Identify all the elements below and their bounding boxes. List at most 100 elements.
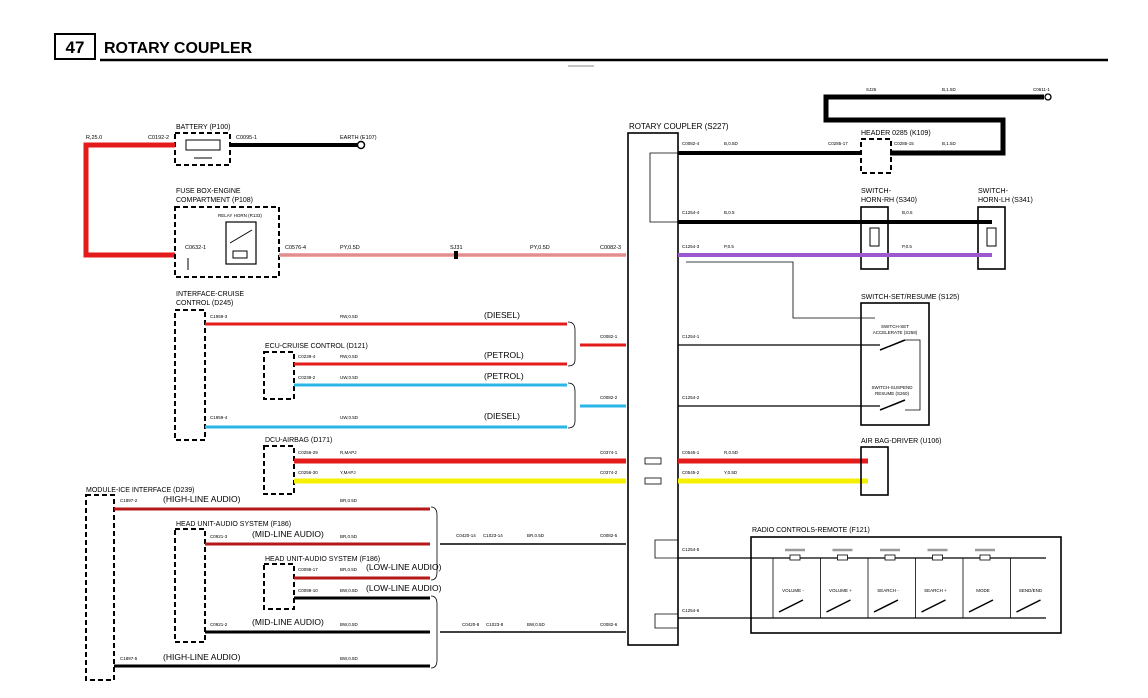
conn-c0374-2: C0374-2 [600,470,618,475]
radio-switch-contact [921,599,946,613]
wire-label-bw-d: BW,0.5D [527,622,546,627]
horn-switch-group: SWITCH- HORN-RH (S340) SWITCH- HORN-LH (… [678,188,1033,270]
set-resume-box [860,302,930,426]
battery-group: BATTERY (P100) R,25.0 C0192-2 C0095-1 EA… [83,124,377,258]
airbag-driver-label: AIR BAG-DRIVER (U106) [861,438,942,445]
conn-c0082-4: C0082-4 [682,141,700,146]
conn-c1897-5: C1897-5 [120,656,138,661]
rotary-coupler: ROTARY COUPLER (S227) [627,122,729,646]
conn-c0095-1: C0095-1 [236,135,257,141]
conn-c0098-17: C0098-17 [298,567,318,572]
conn-c0576-4: C0576-4 [285,245,306,251]
header-0285-box [860,138,892,174]
brace-black [430,595,438,669]
conn-c0239-2: C0239-2 [298,375,316,380]
interface-cruise-label-1: INTERFACE-CRUISE [176,291,244,298]
wire-label-b15d-top: B,1.5D [942,87,957,92]
radio-switch-contact [826,599,851,613]
wire-label-b05-b: B,0.5 [902,210,913,215]
conn-c0632-1: C0632-1 [185,245,206,251]
set-resume-label: SWITCH-SET/RESUME (S125) [861,294,959,301]
brace-cyan [567,382,576,429]
variant-high-2: (HIGH-LINE AUDIO) [163,652,241,662]
variant-low-1: (LOW-LINE AUDIO) [366,562,442,572]
conn-c0192-2: C0192-2 [148,135,169,141]
conn-c1254-4: C1254-4 [682,210,700,215]
conn-sj26: SJ26 [866,87,877,92]
conn-c1254-6: C1254-6 [682,608,700,613]
rotary-coupler-box [627,132,679,646]
interface-cruise-box [174,309,206,441]
wire-label-p05-a: P,0.5 [724,244,734,249]
ecu-cruise-box [263,351,295,400]
suspend-contact [879,399,906,411]
module-ice-box [85,494,115,681]
cruise-control-group: INTERFACE-CRUISE CONTROL (D245) ECU-CRUI… [174,291,626,441]
head-unit-2-box [263,563,295,610]
radio-switch-contact [778,599,804,613]
wire-label-br-d: BR,0.5D [527,533,545,538]
conn-c0082-6: C0082-6 [600,622,618,627]
conn-c1023-14: C1023-14 [483,533,503,538]
wire-label-p05-b: P,0.5 [902,244,912,249]
conn-c1959-3: C1959-3 [210,314,228,319]
horn-rh-box [860,206,889,270]
radio-switch-contact [873,599,899,613]
wire-label-b05d-1: B,0.5D [724,141,739,146]
conn-c0082-3: C0082-3 [600,245,621,251]
conn-c0545-1: C0545-1 [682,450,700,455]
set-accel-label-1: SWITCH-SET [881,324,909,329]
battery-box [174,132,231,166]
conn-c0374-1: C0374-1 [600,450,618,455]
conn-c0239-4: C0239-4 [298,354,316,359]
wire-label-rw-a: RW,0.5D [340,314,359,319]
fuse-box-label-1: FUSE BOX-ENGINE [176,188,241,195]
radio-button-label: SEARCH - [877,588,899,593]
variant-petrol-1: (PETROL) [484,350,524,360]
wire-label-br-b: BR,0.5D [340,534,358,539]
wire-battery-red [83,142,175,258]
dcu-airbag-box [263,445,295,495]
radio-resistor [932,554,943,561]
dcu-airbag-label: DCU-AIRBAG (D171) [265,437,332,444]
horn-lh-label-2: HORN-LH (S341) [978,197,1033,204]
radio-controls-group: RADIO CONTROLS-REMOTE (F121) C1254-5 C12… [678,527,1062,634]
radio-controls-label: RADIO CONTROLS-REMOTE (F121) [752,527,870,534]
wire-label-bw-b: BW,0.5D [340,622,359,627]
radio-controls-box [750,536,1062,634]
wire-label-rmap: R,MAPJ [340,450,357,455]
set-accel-label-2: ACCELERATE (S258) [873,330,918,335]
relay-symbol [225,221,257,265]
page-number-box [54,33,96,60]
radio-button-label: VOLUME + [829,588,852,593]
airbag-coil-1 [644,457,662,465]
horn-lh-label-1: SWITCH- [978,188,1009,195]
set-accel-contact [879,339,906,351]
set-resume-group: SWITCH-SET/RESUME (S125) SWITCH-SET ACCE… [678,261,959,426]
airbag-driver-box [860,446,889,496]
earth-terminal [356,140,366,150]
fuse-box-label-2: COMPARTMENT (P108) [176,197,253,204]
horn-rh-switch [869,227,880,247]
variant-high-1: (HIGH-LINE AUDIO) [163,494,241,504]
head-unit-1-label: HEAD UNIT-AUDIO SYSTEM (F186) [176,521,291,528]
conn-c0256-29: C0256-29 [298,450,318,455]
wire-label-bw-a: BW,0.5D [340,588,359,593]
page-title: ROTARY COUPLER [104,40,253,57]
airbag-coil-2 [644,477,662,485]
suspend-label-2: RESUME (S260) [875,391,910,396]
coupler-internal-link-2 [654,539,678,559]
variant-mid-2: (MID-LINE AUDIO) [252,617,324,627]
wire-label-y05d: Y,0.5D [724,470,738,475]
set-resume-internal [905,339,921,411]
conn-c1959-4: C1959-4 [210,415,228,420]
header-0285-group: SJ26 B,1.5D C0611-1 HEADER 0285 (K109) C… [678,87,1052,174]
conn-c0082-2: C0082-2 [600,395,618,400]
conn-c1254-5: C1254-5 [682,547,700,552]
relay-contact [229,229,253,244]
coupler-internal-link-3 [654,613,678,629]
wire-label-br-a: BR,0.5D [340,498,358,503]
conn-c0420-8: C0420-8 [462,622,480,627]
earth-label: EARTH (E107) [340,135,377,141]
wire-label-r25: R,25.0 [86,135,102,141]
